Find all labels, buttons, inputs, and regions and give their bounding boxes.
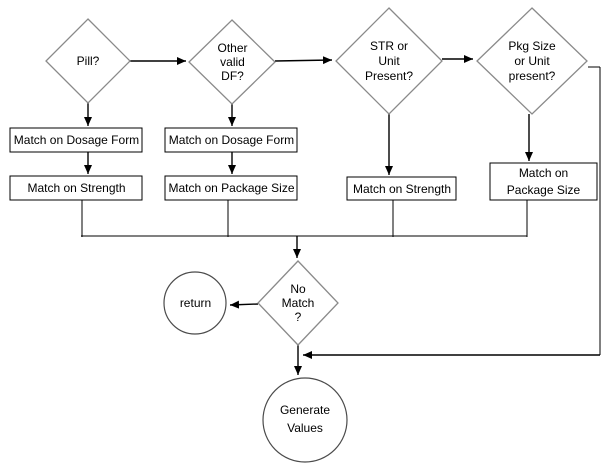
- no-match-decision-diamond: [257, 260, 339, 346]
- match-package-size-2-box: [489, 162, 598, 201]
- pill-decision-diamond: [45, 18, 131, 104]
- edge-no-match-to-return: [229, 300, 259, 309]
- match-strength-2-box: [346, 176, 457, 201]
- match-strength-1-box: [9, 175, 143, 201]
- match-package-size-1-box: [164, 175, 298, 201]
- pkg-unit-present-decision-diamond: [476, 7, 588, 115]
- edge-other-valid-df-to-str-unit: [274, 56, 333, 65]
- str-unit-present-decision-diamond: [335, 7, 443, 115]
- generate-values-terminal-circle: [262, 377, 348, 463]
- return-terminal-circle: [163, 271, 227, 335]
- match-dosage-form-1-box: [9, 127, 143, 153]
- match-dosage-form-2-box: [164, 127, 298, 153]
- other-valid-df-decision-diamond: [188, 19, 276, 105]
